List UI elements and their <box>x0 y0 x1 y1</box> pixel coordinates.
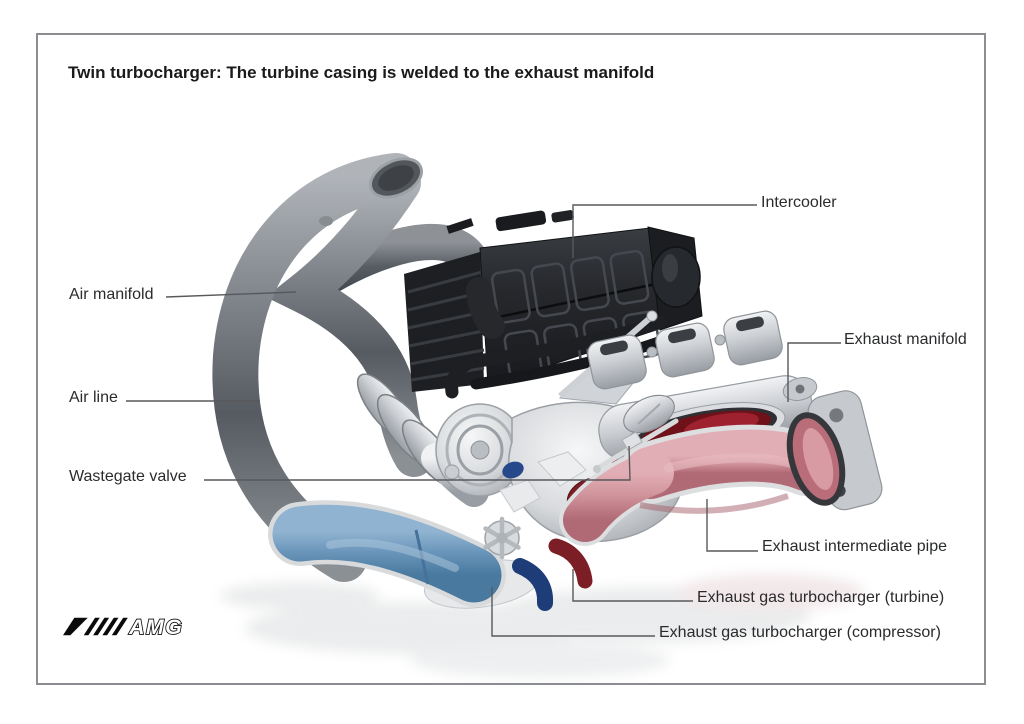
leader-wastegate-valve <box>204 445 631 481</box>
leader-compressor <box>491 587 655 637</box>
exhaust-runner-2 <box>655 322 715 378</box>
label-intercooler: Intercooler <box>761 194 837 211</box>
floor-reflection <box>220 574 865 678</box>
leader-exhaust-manifold <box>787 342 841 402</box>
label-exhaust-manifold: Exhaust manifold <box>844 331 967 348</box>
intercooler-inlet-elbow <box>466 277 505 339</box>
pipe-weld-nub <box>319 216 333 226</box>
amg-logo-wedge <box>63 617 88 636</box>
intercooler-top-fittings <box>495 210 574 232</box>
compressor-wheel <box>483 516 521 560</box>
compressor-port-cut <box>502 461 524 479</box>
intercooler-unit <box>404 210 703 399</box>
amg-logo: AMG <box>63 616 183 637</box>
leader-air-manifold <box>165 291 297 298</box>
label-air-manifold: Air manifold <box>69 286 154 303</box>
intercooler-split-line <box>483 282 657 322</box>
label-turbocharger-turbine: Exhaust gas turbocharger (turbine) <box>697 589 945 606</box>
wastegate-valve-part <box>593 394 679 473</box>
hose-nipple <box>446 218 474 234</box>
leader-exhaust-intermediate-pipe <box>706 499 758 552</box>
leader-lines <box>126 204 841 637</box>
wastegate-lever <box>621 431 643 451</box>
label-wastegate-valve: Wastegate valve <box>69 468 187 485</box>
amg-logo-slashes <box>83 617 128 636</box>
exhaust-runner-3 <box>723 310 783 366</box>
cutaway-face-2 <box>499 479 541 513</box>
exhaust-manifold-part <box>559 310 883 546</box>
label-air-line: Air line <box>69 389 118 406</box>
intake-duct-blue <box>268 500 506 607</box>
leader-turbine <box>572 569 693 602</box>
diagram-title: Twin turbocharger: The turbine casing is… <box>68 63 655 82</box>
runner-bolt-1 <box>646 346 658 358</box>
leader-intercooler <box>572 204 757 258</box>
cutaway-face-1 <box>537 451 587 487</box>
pipe-opening <box>368 157 424 199</box>
intercooler-fins <box>407 270 485 382</box>
amg-logo-text: AMG <box>128 616 183 637</box>
intercooler-lower-elbow <box>445 355 477 399</box>
intercooler-lower-tube-2 <box>470 334 670 390</box>
canister-highlight <box>662 254 678 282</box>
exhaust-runner-1 <box>587 334 647 390</box>
flange-ear-hole <box>795 384 805 394</box>
label-exhaust-intermediate-pipe: Exhaust intermediate pipe <box>762 538 947 555</box>
exhaust-pipe-pink <box>559 412 846 546</box>
runner-bolt-2 <box>714 334 726 346</box>
strut-cap <box>646 310 658 322</box>
compressor-volute-cut <box>512 558 554 611</box>
label-turbocharger-compressor: Exhaust gas turbocharger (compressor) <box>659 624 941 641</box>
